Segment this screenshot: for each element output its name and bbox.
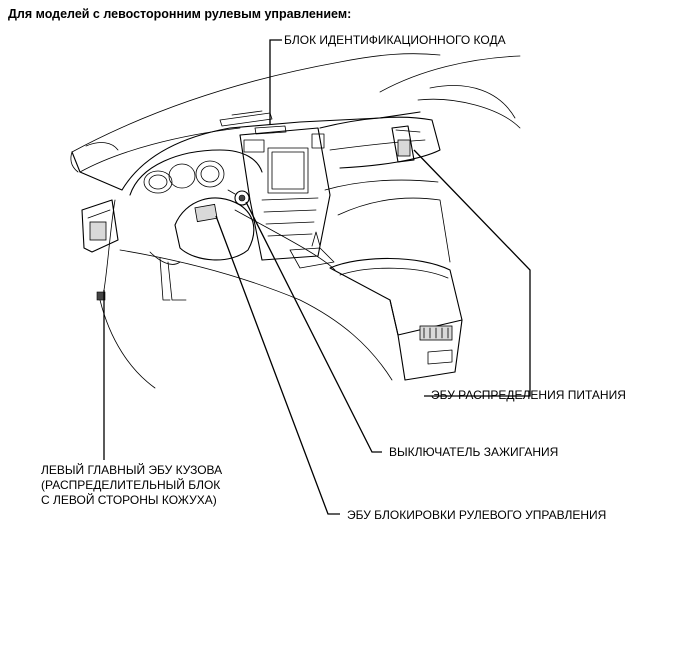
label-power-distribution-ecu: ЭБУ РАСПРЕДЕЛЕНИЯ ПИТАНИЯ [431,388,626,402]
instrument-cluster [129,149,263,196]
label-ignition-switch: ВЫКЛЮЧАТЕЛЬ ЗАЖИГАНИЯ [389,445,559,459]
steering-column [149,197,255,301]
main-body-ecu-part [81,199,119,301]
ignition-switch-part [227,189,250,206]
label-id-code-box: БЛОК ИДЕНТИФИКАЦИОННОГО КОДА [284,33,506,47]
leader-lines [103,39,531,515]
leader-steering-lock [215,215,340,515]
dashboard-outline [70,110,451,263]
windshield-outline [71,53,521,153]
label-steering-lock-ecu: ЭБУ БЛОКИРОВКИ РУЛЕВОГО УПРАВЛЕНИЯ [347,508,607,522]
center-console [239,125,335,269]
leader-id-code [269,39,282,125]
page-heading: Для моделей с левосторонним рулевым упра… [8,7,352,21]
power-distribution-ecu-part [391,125,421,163]
label-main-body-ecu-line: ЛЕВЫЙ ГЛАВНЫЙ ЭБУ КУЗОВА [41,463,223,477]
leader-ignition [245,201,382,453]
armrest [329,257,463,381]
label-main-body-ecu-line: (РАСПРЕДЕЛИТЕЛЬНЫЙ БЛОК [41,478,221,492]
leader-power-distribution [413,149,531,397]
label-main-body-ecu: ЛЕВЫЙ ГЛАВНЫЙ ЭБУ КУЗОВА (РАСПРЕДЕЛИТЕЛЬ… [41,463,222,508]
label-main-body-ecu-line: С ЛЕВОЙ СТОРОНЫ КОЖУХА) [41,493,217,507]
